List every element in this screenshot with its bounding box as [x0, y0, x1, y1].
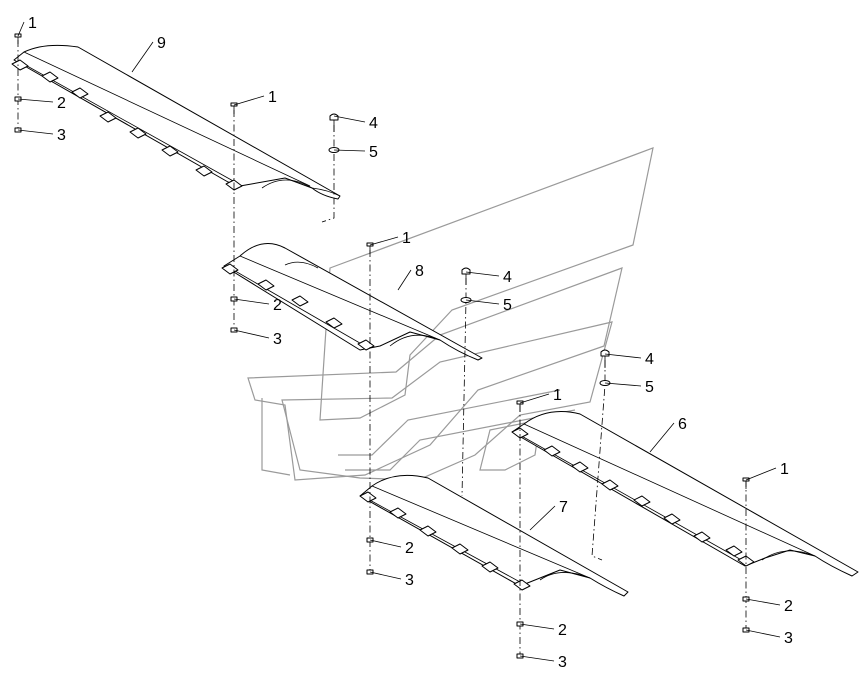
callout-leader — [369, 571, 402, 580]
callout-leader — [233, 298, 270, 305]
callout-number: 2 — [784, 598, 793, 615]
callout-leader — [397, 269, 412, 291]
callout-number: 8 — [415, 263, 424, 280]
mounting-tabs — [359, 491, 531, 591]
assembly-centerlines — [17, 40, 747, 658]
callout-number: 4 — [503, 269, 512, 286]
callout-number: 1 — [780, 461, 789, 478]
crop-guard-9 — [11, 44, 341, 200]
callout-number: 9 — [157, 35, 166, 52]
callout-leader — [745, 629, 781, 638]
callout-number: 2 — [57, 95, 66, 112]
carriage-bolt-icon — [461, 267, 471, 285]
callout-number: 3 — [405, 572, 414, 589]
callout-leader — [369, 236, 399, 246]
callout-leader — [604, 353, 642, 359]
mounting-tabs — [511, 427, 755, 567]
callout-number: 3 — [784, 630, 793, 647]
callout-number: 2 — [405, 540, 414, 557]
crop-guard-6 — [511, 411, 859, 577]
callout-leader — [519, 393, 550, 404]
bolt-icon — [366, 242, 374, 254]
callout-number: 5 — [369, 144, 378, 161]
callout-leader — [745, 467, 777, 481]
callout-leader — [519, 623, 555, 630]
callout-leader — [131, 41, 154, 73]
bolt-icon — [230, 102, 238, 114]
carriage-bolt-icon — [329, 113, 339, 132]
callout-number: 2 — [558, 622, 567, 639]
callout-leader — [745, 598, 781, 606]
callout-leader — [519, 655, 555, 662]
callout-leader — [465, 271, 500, 277]
crop-guard-7 — [359, 474, 629, 597]
callout-number: 1 — [553, 387, 562, 404]
callout-leader — [465, 299, 500, 305]
callout-leader — [369, 539, 402, 548]
callout-leader — [233, 329, 270, 339]
bolt-icon — [516, 400, 524, 412]
callout-number: 4 — [369, 115, 378, 132]
crop-guard-8 — [221, 243, 483, 361]
callout-number: 1 — [28, 15, 37, 32]
callout-leader — [17, 98, 54, 103]
bolt-icon — [742, 477, 750, 489]
callout-number: 1 — [268, 89, 277, 106]
mounting-tabs — [221, 263, 375, 351]
callout-number: 6 — [678, 416, 687, 433]
callout-number: 5 — [503, 297, 512, 314]
callout-number: 3 — [57, 127, 66, 144]
callout-number: 3 — [558, 654, 567, 671]
callout-number: 7 — [559, 499, 568, 516]
callout-number: 5 — [645, 379, 654, 396]
mounting-tabs — [11, 59, 243, 191]
callout-leader — [529, 505, 556, 531]
callout-leader — [649, 422, 675, 453]
hardware — [14, 33, 750, 659]
callout-leader — [233, 95, 265, 106]
callout-number: 1 — [402, 230, 411, 247]
callout-number: 3 — [273, 331, 282, 348]
callout-number: 2 — [273, 297, 282, 314]
callout-leader — [333, 149, 366, 152]
callout-leader — [604, 382, 642, 387]
callout-leader — [17, 129, 54, 135]
callout-leader — [333, 115, 366, 123]
callout-number: 4 — [645, 351, 654, 368]
callout-leader — [17, 21, 25, 37]
